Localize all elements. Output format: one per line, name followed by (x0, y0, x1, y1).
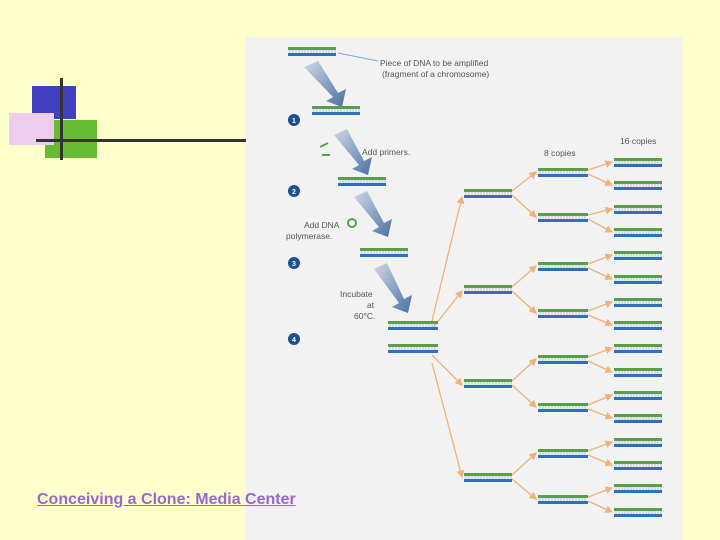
sixteen-copies-label: 16 copies (620, 136, 656, 146)
arrow-b-up (431, 354, 463, 386)
dna-step1 (312, 106, 360, 115)
dna-16copy-6 (614, 298, 662, 307)
arrow-8to16-4b (587, 360, 614, 373)
step-2: 2 (288, 185, 300, 197)
dna-8copy-1 (538, 213, 588, 222)
dna-strands (288, 47, 662, 517)
step-1: 1 (288, 114, 300, 126)
diagram-panel (246, 37, 682, 540)
svg-text:4: 4 (292, 337, 296, 344)
dna-16copy-15 (614, 508, 662, 517)
dna-original (288, 47, 336, 56)
arrow-b-down (431, 362, 465, 479)
dna-step3 (360, 248, 408, 257)
arrow-8to16-7b (587, 500, 614, 513)
media-center-link[interactable]: Conceiving a Clone: Media Center (37, 491, 296, 508)
arrow-4to8-3a (511, 452, 537, 476)
step-3: 3 (288, 257, 300, 269)
svg-text:1: 1 (292, 118, 296, 125)
dna-16copy-8 (614, 344, 662, 353)
dna-8copy-6 (538, 449, 588, 458)
arrow-8to16-2a (587, 253, 614, 265)
arrow-8to16-5a (587, 393, 614, 406)
arrow-8to16-1b (587, 218, 614, 233)
incubate-label-line2: at (367, 300, 375, 310)
arrow-8to16-4a (587, 346, 614, 358)
incubate-label-line3: 60°C. (354, 311, 375, 321)
dna-16copy-10 (614, 391, 662, 400)
dna-4copy-2 (464, 379, 512, 388)
eight-copies-label: 8 copies (544, 148, 576, 158)
piece-label-line1: Piece of DNA to be amplified (380, 58, 488, 68)
arrow-4to8-2b (511, 384, 537, 408)
arrow-4to8-3b (511, 478, 537, 500)
arrow-8to16-2b (587, 267, 614, 280)
dna-4copy-1 (464, 285, 512, 294)
dna-copy-b (388, 344, 438, 353)
deco-horizontal-line (36, 139, 250, 142)
process-arrows (304, 61, 412, 313)
svg-text:2: 2 (292, 189, 296, 196)
dna-8copy-2 (538, 262, 588, 271)
arrow-8to16-0b (587, 173, 614, 186)
dna-copy-a (388, 321, 438, 330)
dna-8copy-3 (538, 309, 588, 318)
polymerase-symbol (347, 218, 357, 228)
arrow-4to8-1b (511, 290, 537, 314)
dna-16copy-9 (614, 368, 662, 377)
arrow-4to8-2a (511, 358, 537, 382)
arrow-8to16-6a (587, 440, 614, 452)
dna-4copy-3 (464, 473, 512, 482)
incubate-label-line1: Incubate (340, 289, 373, 299)
dna-16copy-12 (614, 438, 662, 447)
deco-vertical-line (60, 78, 63, 160)
piece-label-line2: (fragment of a chromosome) (382, 69, 489, 79)
dna-16copy-5 (614, 275, 662, 284)
dna-16copy-11 (614, 414, 662, 423)
arrow-4to8-1a (511, 265, 537, 288)
branch-arrows (431, 160, 614, 513)
arrow-8to16-1a (587, 206, 614, 216)
arrow-8to16-0a (587, 160, 614, 171)
arrow-a-up (431, 195, 465, 322)
step-4: 4 (288, 333, 300, 345)
dna-16copy-0 (614, 158, 662, 167)
dna-step2 (338, 177, 386, 186)
arrow-4to8-0a (511, 171, 538, 192)
dna-16copy-2 (614, 205, 662, 214)
dna-8copy-0 (538, 168, 588, 177)
dna-16copy-13 (614, 461, 662, 470)
arrow-8to16-7a (587, 486, 614, 498)
dna-16copy-4 (614, 251, 662, 260)
arrow-8to16-5b (587, 408, 614, 420)
dna-16copy-3 (614, 228, 662, 237)
add-dna-label-line2: polymerase. (286, 231, 332, 241)
label-connector (337, 52, 379, 62)
arrow-8to16-6b (587, 454, 614, 467)
arrow-8to16-3a (587, 300, 614, 312)
dna-4copy-0 (464, 189, 512, 198)
pcr-diagram: 1 2 3 4 Piece of DNA to be amplified (fr… (286, 47, 662, 517)
dna-16copy-7 (614, 321, 662, 330)
add-primers-label: Add primers. (362, 147, 410, 157)
add-dna-label-line1: Add DNA (304, 220, 340, 230)
svg-text:3: 3 (292, 261, 296, 268)
arrow-4to8-0b (511, 194, 537, 218)
primer-symbol (319, 142, 330, 156)
dna-16copy-1 (614, 181, 662, 190)
dna-16copy-14 (614, 484, 662, 493)
arrow-8to16-3b (587, 314, 614, 327)
dna-8copy-7 (538, 495, 588, 504)
dna-8copy-4 (538, 355, 588, 364)
dna-8copy-5 (538, 403, 588, 412)
